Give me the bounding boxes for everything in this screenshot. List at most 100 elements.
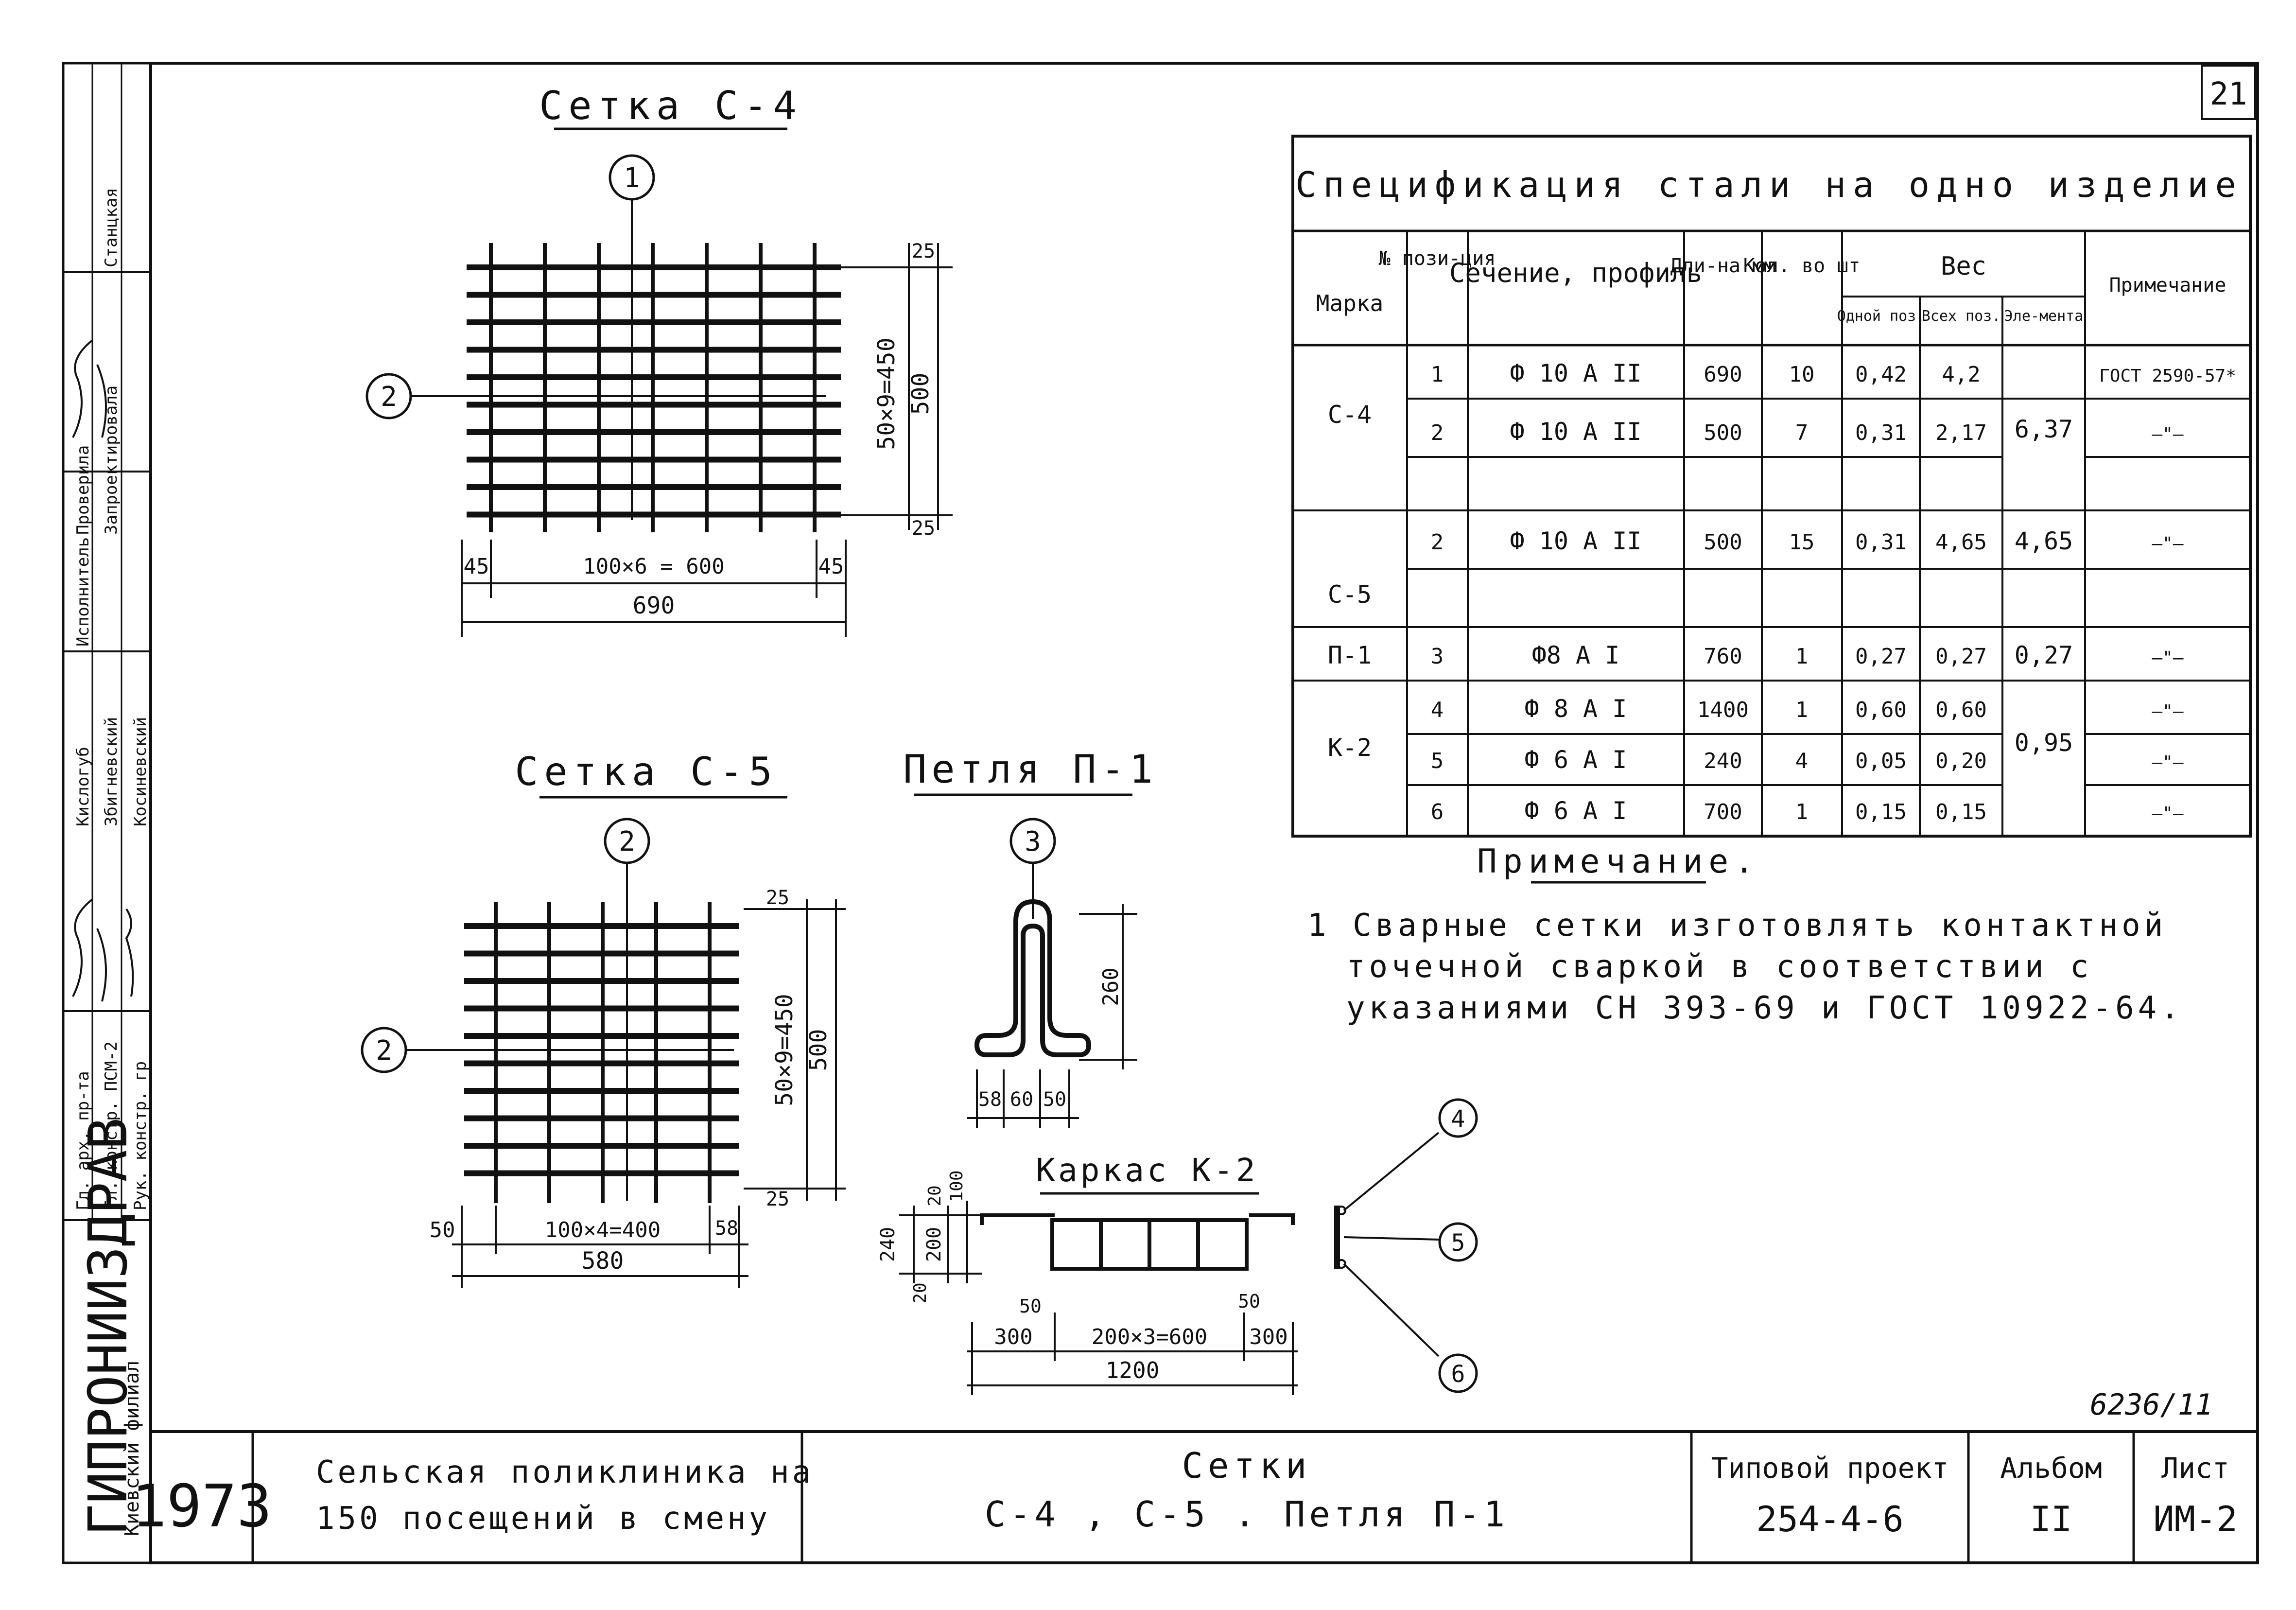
- spec-cell-qty: 7: [1795, 420, 1809, 445]
- spec-cell-section: Ф 8 А I: [1525, 695, 1627, 723]
- spec-cell-pos: 2: [1431, 420, 1444, 445]
- loop-p1: Петля П-1 3 260 58 60 50: [903, 747, 1153, 1128]
- notes: Примечание. 1 Сварные сетки изготовлять …: [1307, 842, 2183, 1026]
- frame-k2: Каркас К-2 4 5 6: [877, 1098, 1478, 1395]
- signatures-lower: [72, 898, 134, 1002]
- frame-k2-dim-50a: 50: [1019, 1295, 1042, 1317]
- spec-cell-pos: 2: [1431, 530, 1444, 555]
- spec-cell-qty: 15: [1789, 530, 1815, 555]
- spec-cell-qty: 4: [1795, 749, 1809, 773]
- org-sub: Киевский филиал: [121, 1361, 143, 1536]
- type-project-value: 254-4-6: [1756, 1499, 1903, 1540]
- mesh-s4-dim-right: 45: [818, 554, 844, 579]
- hdr-qty: Кол. во шт: [1743, 255, 1861, 277]
- note-line-1: 1 Сварные сетки изготовлять контактной: [1307, 908, 2167, 944]
- frame-k2-dim-total: 1200: [1106, 1357, 1160, 1383]
- frame-k2-dim-300b: 300: [1249, 1325, 1287, 1349]
- role-1: Гл. арх. пр-та: [73, 1071, 93, 1210]
- project-name-2: 150 посещений в смену: [316, 1501, 770, 1537]
- mesh-s5-pos-left: 2: [376, 1035, 392, 1067]
- name-2: Збигневский: [102, 717, 121, 826]
- extra-4: Станцкая: [102, 188, 121, 267]
- frame-k2-dim-mid: 200×3=600: [1092, 1325, 1207, 1349]
- spec-cell-marka: С-5: [1328, 580, 1372, 609]
- album-label: Альбом: [2000, 1452, 2102, 1485]
- extra-3: Исполнитель: [73, 537, 93, 647]
- mesh-s5: Сетка С-5 2 2 25 50×9=450 500 25 50 100×…: [361, 749, 846, 1288]
- spec-cell-length: 500: [1704, 420, 1742, 445]
- loop-p1-pos: 3: [1025, 826, 1041, 858]
- title-block: 1973 Сельская поликлиника на 150 посещен…: [132, 1430, 2258, 1563]
- role-3: Рук. констр. гр: [131, 1061, 150, 1210]
- mesh-s4-dim-total: 690: [633, 592, 675, 619]
- spec-cell-length: 700: [1704, 800, 1742, 824]
- extra-2: Запроектировала: [102, 385, 121, 535]
- frame-k2-dim-50b: 50: [1238, 1291, 1260, 1312]
- hdr-note: Примечание: [2109, 274, 2226, 297]
- spec-cell-note: ГОСТ 2590-57*: [2099, 366, 2236, 386]
- loop-p1-dim-c: 50: [1043, 1088, 1066, 1111]
- spec-cell-w_elem: 0,27: [2015, 641, 2073, 669]
- spec-cell-section: Ф 10 А II: [1510, 527, 1642, 555]
- spec-cell-w_all: 0,20: [1935, 749, 1987, 773]
- type-project-label: Типовой проект: [1711, 1452, 1949, 1485]
- mesh-s5-dim-bottom: 25: [766, 1188, 789, 1210]
- frame-k2-pos-5-bubble: [1438, 1222, 1478, 1262]
- mesh-s5-dim-left: 50: [430, 1218, 455, 1242]
- mesh-s5-pos-top: 2: [619, 826, 635, 858]
- spec-cell-w_all: 0,60: [1935, 698, 1987, 722]
- loop-p1-dim-a: 58: [978, 1088, 1002, 1111]
- sheet-number-box: [2201, 65, 2256, 120]
- spec-cell-w_all: 0,27: [1935, 644, 1987, 669]
- spec-cell-note: —"—: [2152, 424, 2183, 444]
- note-line-3: указаниями СН 393-69 и ГОСТ 10922-64.: [1346, 990, 2183, 1026]
- spec-cell-length: 690: [1704, 362, 1742, 387]
- mesh-s5-dim-total: 580: [582, 1247, 624, 1275]
- spec-cell-w_one: 0,05: [1855, 749, 1907, 773]
- spec-cell-section: Ф8 А I: [1532, 641, 1620, 669]
- mesh-s4-pos-1: 1: [624, 162, 640, 194]
- spec-cell-section: Ф 6 А I: [1525, 746, 1627, 774]
- mesh-s4-dim-vertical: 50×9=450: [873, 337, 900, 450]
- frame-k2-pos-4-bubble: [1438, 1098, 1478, 1138]
- loop-p1-dim-b: 60: [1010, 1088, 1033, 1111]
- spec-cell-qty: 1: [1795, 800, 1809, 824]
- spec-cell-pos: 5: [1431, 749, 1444, 773]
- mesh-s5-dim-right: 58: [715, 1217, 738, 1240]
- stamp-year: 1973: [132, 1473, 272, 1540]
- spec-cell-length: 1400: [1697, 698, 1749, 722]
- spec-cell-w_one: 0,15: [1855, 800, 1907, 824]
- hdr-weight: Вес: [1941, 252, 1986, 281]
- spec-cell-w_elem: 0,95: [2015, 729, 2073, 757]
- name-1: Кислогуб: [73, 747, 93, 826]
- archive-number: 6236/11: [2090, 1388, 2213, 1422]
- spec-cell-note: —"—: [2152, 701, 2183, 721]
- spec-table: Спецификация стали на одно изделие Марка…: [1291, 135, 2252, 838]
- spec-cell-marka: С-4: [1328, 401, 1372, 429]
- mesh-s4-dim-top: 25: [912, 240, 935, 262]
- hdr-w-all: Всех поз.: [1922, 308, 2001, 325]
- spec-cell-note: —"—: [2152, 534, 2183, 554]
- org-name: ГИПРОНИИЗДРАВ: [77, 1118, 139, 1536]
- spec-cell-qty: 1: [1795, 698, 1809, 722]
- album-value: II: [2030, 1499, 2072, 1540]
- loop-p1-dim-height: 260: [1098, 967, 1123, 1006]
- side-stamp: ГИПРОНИИЗДРАВ Киевский филиал Гл. арх. п…: [63, 63, 151, 1536]
- frame-k2-dim-100: 100: [947, 1170, 967, 1202]
- spec-cell-section: Ф 10 А II: [1510, 418, 1642, 446]
- hdr-w-elem: Эле-мента: [2004, 308, 2084, 325]
- note-line-2: точечной сваркой в соответствии с: [1346, 949, 2093, 985]
- spec-cell-note: —"—: [2152, 804, 2183, 823]
- mesh-s5-dim-vertical: 50×9=450: [771, 994, 798, 1106]
- spec-cell-marka: П-1: [1328, 641, 1372, 669]
- mesh-s5-title: Сетка С-5: [515, 749, 778, 794]
- spec-cell-marka: К-2: [1328, 734, 1372, 762]
- spec-cell-length: 500: [1704, 530, 1742, 555]
- frame-k2-dim-20a: 20: [925, 1185, 945, 1206]
- spec-cell-note: —"—: [2152, 752, 2183, 772]
- drawing-title-1: Сетки: [1182, 1445, 1312, 1486]
- mesh-s4: Сетка С-4 1 2 25 50×9=450 500 25 45: [365, 83, 953, 637]
- spec-cell-note: —"—: [2152, 648, 2183, 668]
- mesh-s4-pos-2: 2: [381, 381, 397, 413]
